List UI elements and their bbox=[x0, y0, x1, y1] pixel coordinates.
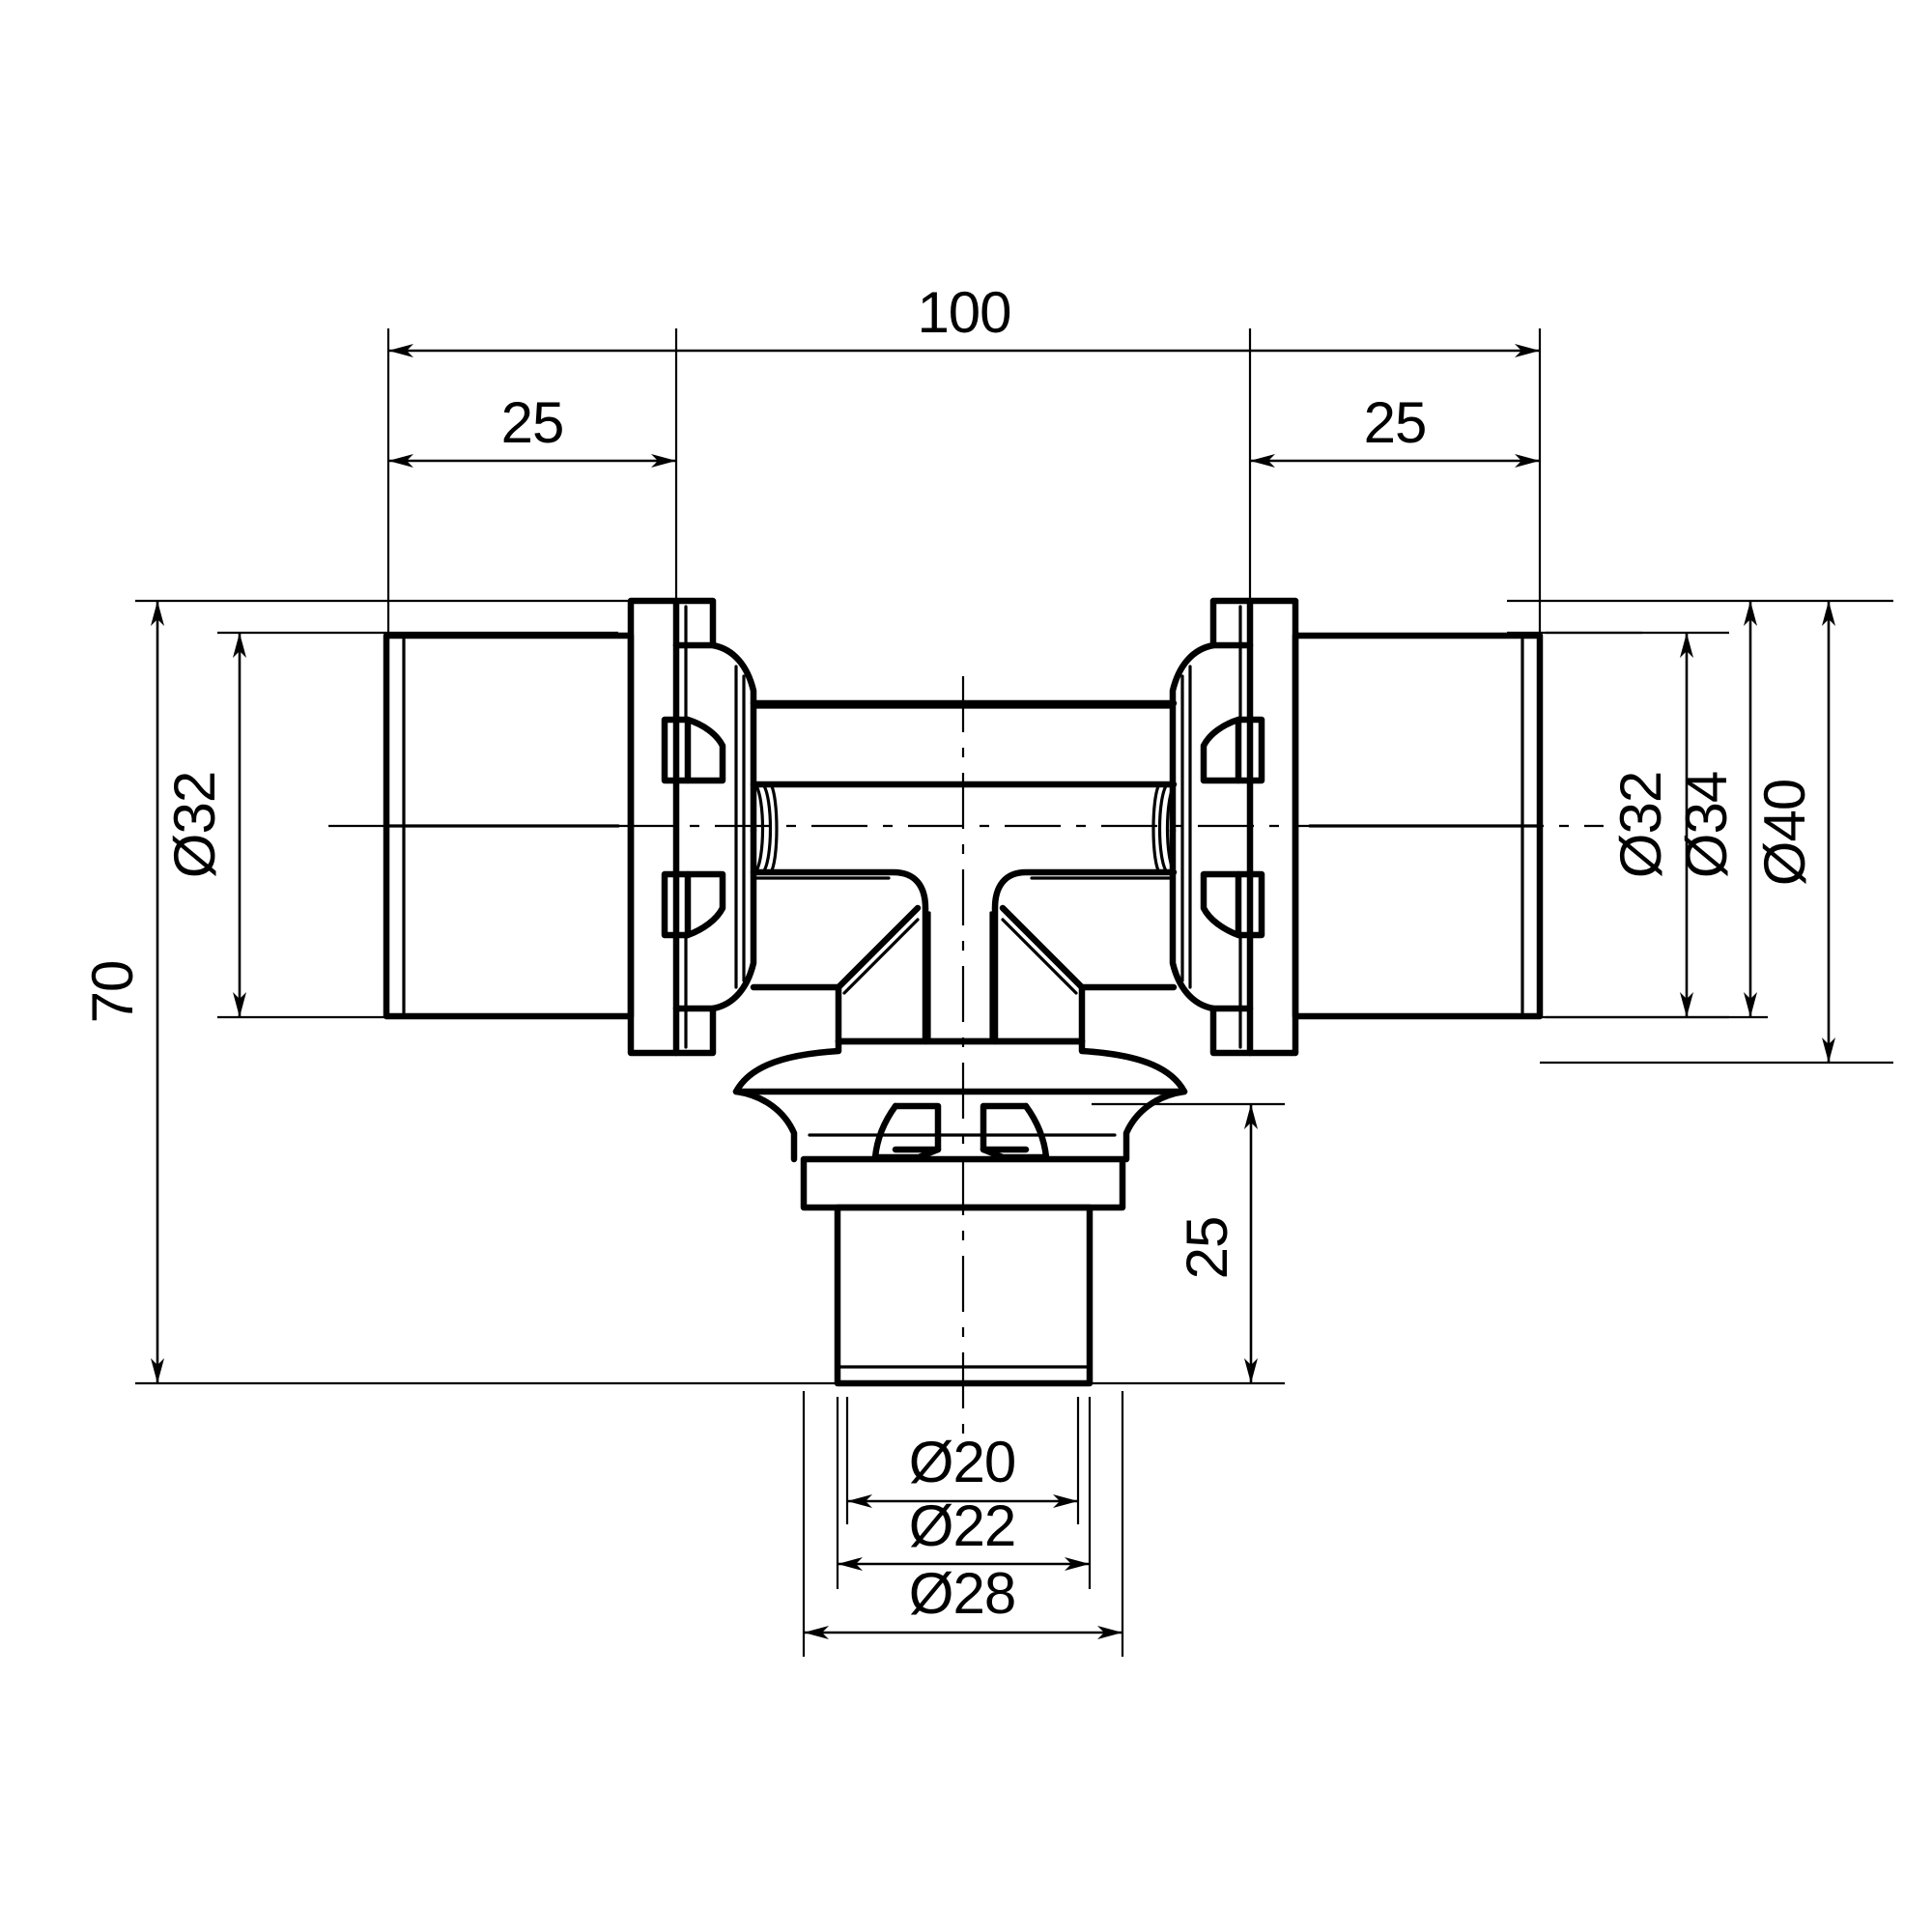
extension-lines bbox=[135, 328, 1893, 1657]
label-overall-height: 70 bbox=[80, 961, 145, 1024]
label-left-socket-depth: 25 bbox=[501, 390, 564, 455]
left-press-collar bbox=[627, 597, 757, 1057]
left-seal-zone bbox=[753, 782, 779, 874]
label-branch-socket-depth: 25 bbox=[1175, 1217, 1239, 1280]
label-right-body-diameter: Ø32 bbox=[1608, 772, 1673, 878]
label-right-socket-depth: 25 bbox=[1364, 390, 1427, 455]
right-press-collar bbox=[1169, 597, 1299, 1057]
dimension-labels: 100 25 25 70 Ø32 Ø32 Ø34 Ø40 25 Ø20 Ø22 … bbox=[80, 280, 1817, 1626]
label-right-mid-diameter: Ø34 bbox=[1674, 772, 1739, 878]
fitting-geometry bbox=[328, 597, 1604, 1449]
dimension-lines bbox=[151, 344, 1835, 1639]
label-left-body-diameter: Ø32 bbox=[162, 772, 227, 878]
label-overall-length: 100 bbox=[917, 280, 1010, 345]
center-lines bbox=[328, 676, 1604, 1449]
label-branch-inner-diameter: Ø20 bbox=[909, 1430, 1015, 1494]
label-branch-outer-diameter: Ø28 bbox=[909, 1561, 1015, 1626]
label-branch-mid-diameter: Ø22 bbox=[909, 1493, 1015, 1558]
label-right-outer-diameter: Ø40 bbox=[1752, 780, 1817, 886]
